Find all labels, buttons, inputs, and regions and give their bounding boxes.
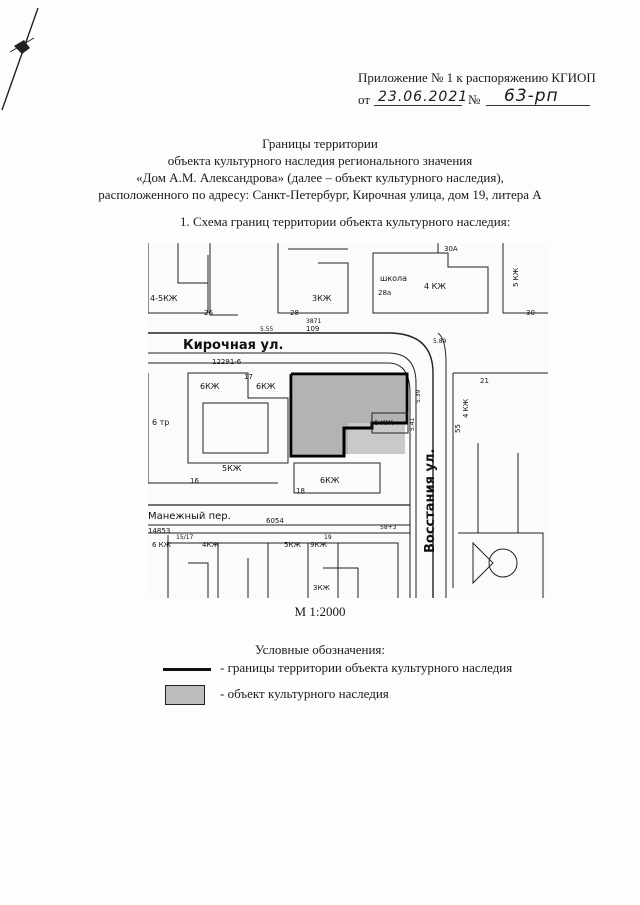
map-number: 5.41	[409, 417, 416, 431]
map-label: школа	[380, 274, 407, 283]
handwritten-date: 23.06.2021	[378, 89, 469, 105]
date-underline	[374, 105, 462, 106]
map-label: 5КЖ	[284, 541, 301, 549]
map-number: 5.89	[433, 338, 447, 345]
title-line-3: «Дом А.М. Александрова» (далее – объект …	[136, 170, 504, 185]
legend-object-swatch	[165, 685, 205, 705]
map-label: 6КЖ	[256, 382, 276, 391]
legend-item-boundary: - границы территории объекта культурного…	[220, 660, 513, 675]
map-number: 3871	[306, 318, 321, 325]
map-number: 5.55	[260, 326, 274, 333]
map-number: 17	[244, 373, 253, 381]
legend-item-object: - объект культурного наследия	[220, 686, 389, 701]
map-label: 4КЖ	[202, 541, 219, 549]
map-number: 19	[324, 534, 332, 541]
title-line-1: Границы территории	[262, 136, 378, 151]
number-label: №	[468, 92, 481, 107]
map-number: 15/17	[176, 534, 193, 541]
map-label: 5КЖ	[222, 464, 242, 473]
map-label: 6 КЖ	[374, 419, 394, 427]
number-underline	[486, 105, 590, 106]
title-line-4: расположенного по адресу: Санкт-Петербур…	[98, 187, 542, 202]
legend-boundary-line	[163, 668, 211, 671]
map-number: 30	[526, 309, 535, 317]
appendix-label: Приложение № 1 к распоряжению КГИОП	[358, 70, 596, 85]
map-number: 26	[204, 309, 213, 317]
map-number: 21	[480, 377, 489, 385]
street-kirochnaya: Кирочная ул.	[183, 338, 283, 353]
map-scale: М 1:2000	[294, 604, 346, 619]
map-label: 3КЖ	[313, 584, 330, 592]
map-number: 12291-6	[212, 358, 242, 366]
map-number: 55	[454, 424, 462, 433]
map-number: 58+3	[380, 524, 397, 531]
map-number: 14853	[148, 527, 170, 535]
map-number: 30А	[444, 245, 458, 253]
corner-scribble	[1, 7, 39, 111]
map-number: 18	[296, 487, 305, 495]
map-label: 6 КЖ	[152, 541, 172, 549]
map-label: 4-5КЖ	[150, 294, 178, 303]
map-number: 109	[306, 325, 319, 333]
lane-manezhny: Манежный пер.	[148, 511, 231, 522]
map-label: 5 КЖ	[512, 267, 520, 287]
map-label: 4 КЖ	[424, 282, 446, 291]
map-number: 6 тр	[152, 418, 169, 427]
map-drawing: Кирочная ул. Манежный пер. Восстания ул.…	[148, 243, 548, 598]
map-number: 6054	[266, 517, 284, 525]
map-label: 6КЖ	[320, 476, 340, 485]
boundary-map: Кирочная ул. Манежный пер. Восстания ул.…	[148, 243, 548, 598]
title-line-2: объекта культурного наследия регионально…	[167, 153, 473, 168]
handwritten-number: 63-рп	[504, 86, 559, 106]
section-heading: 1. Схема границ территории объекта культ…	[180, 214, 511, 229]
street-vosstaniya: Восстания ул.	[423, 449, 438, 553]
map-label: 9КЖ	[310, 541, 327, 549]
map-number: 16	[190, 477, 199, 485]
map-number: 28а	[378, 289, 391, 297]
map-number: 5.39	[415, 389, 422, 403]
map-label: 3КЖ	[312, 294, 332, 303]
legend-title: Условные обозначения:	[254, 642, 386, 657]
map-label: 4 КЖ	[462, 398, 470, 418]
map-label: 6КЖ	[200, 382, 220, 391]
map-number: 28	[290, 309, 299, 317]
date-from-label: от	[358, 92, 371, 107]
